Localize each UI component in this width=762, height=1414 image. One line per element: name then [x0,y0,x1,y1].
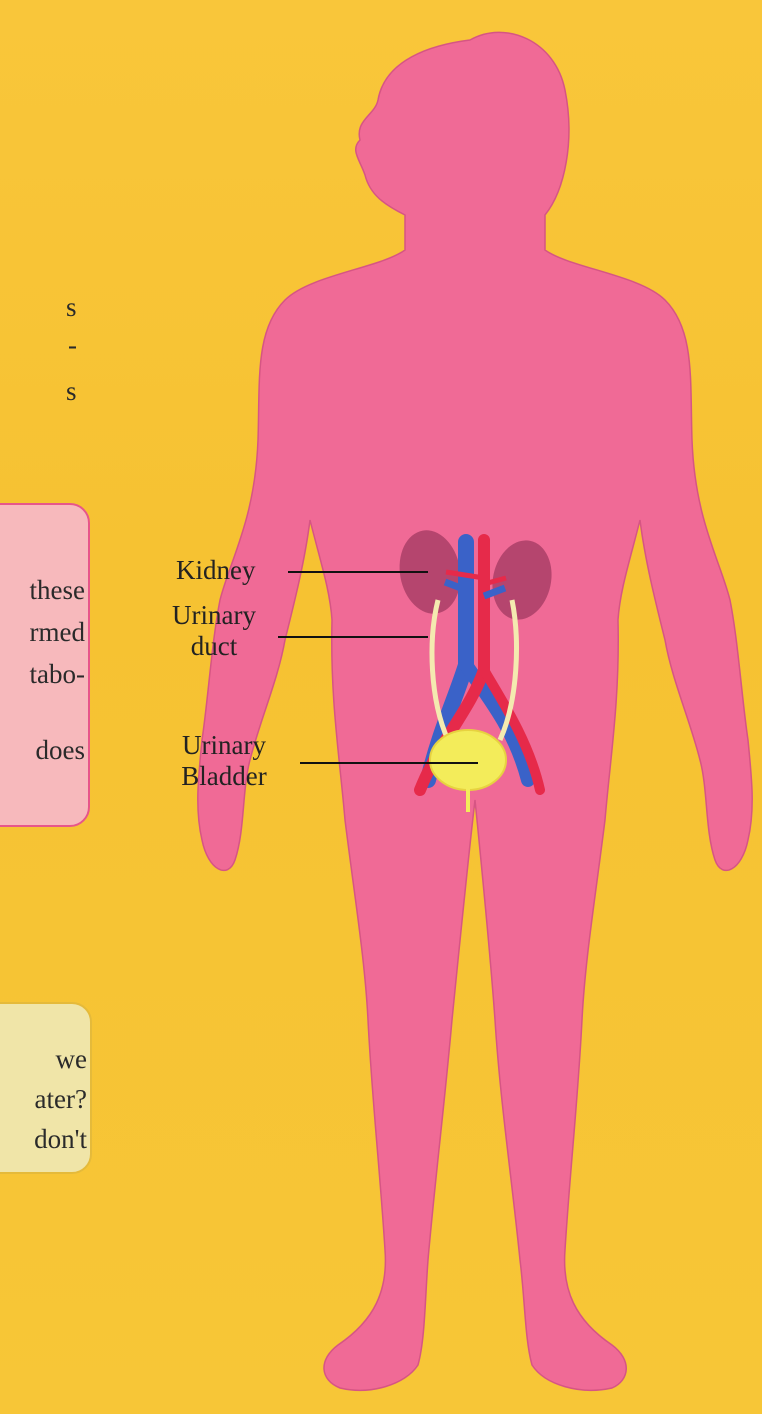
label-line: Urinary [156,600,272,631]
label-line: Urinary [164,730,284,761]
label-urinary-bladder: Urinary Bladder [164,730,284,792]
label-kidney: Kidney [176,555,255,586]
label-line: Bladder [164,761,284,792]
label-line: duct [156,631,272,662]
label-urinary-duct: Urinary duct [156,600,272,662]
urinary-bladder-icon [430,730,506,790]
human-body-silhouette [198,32,752,1390]
